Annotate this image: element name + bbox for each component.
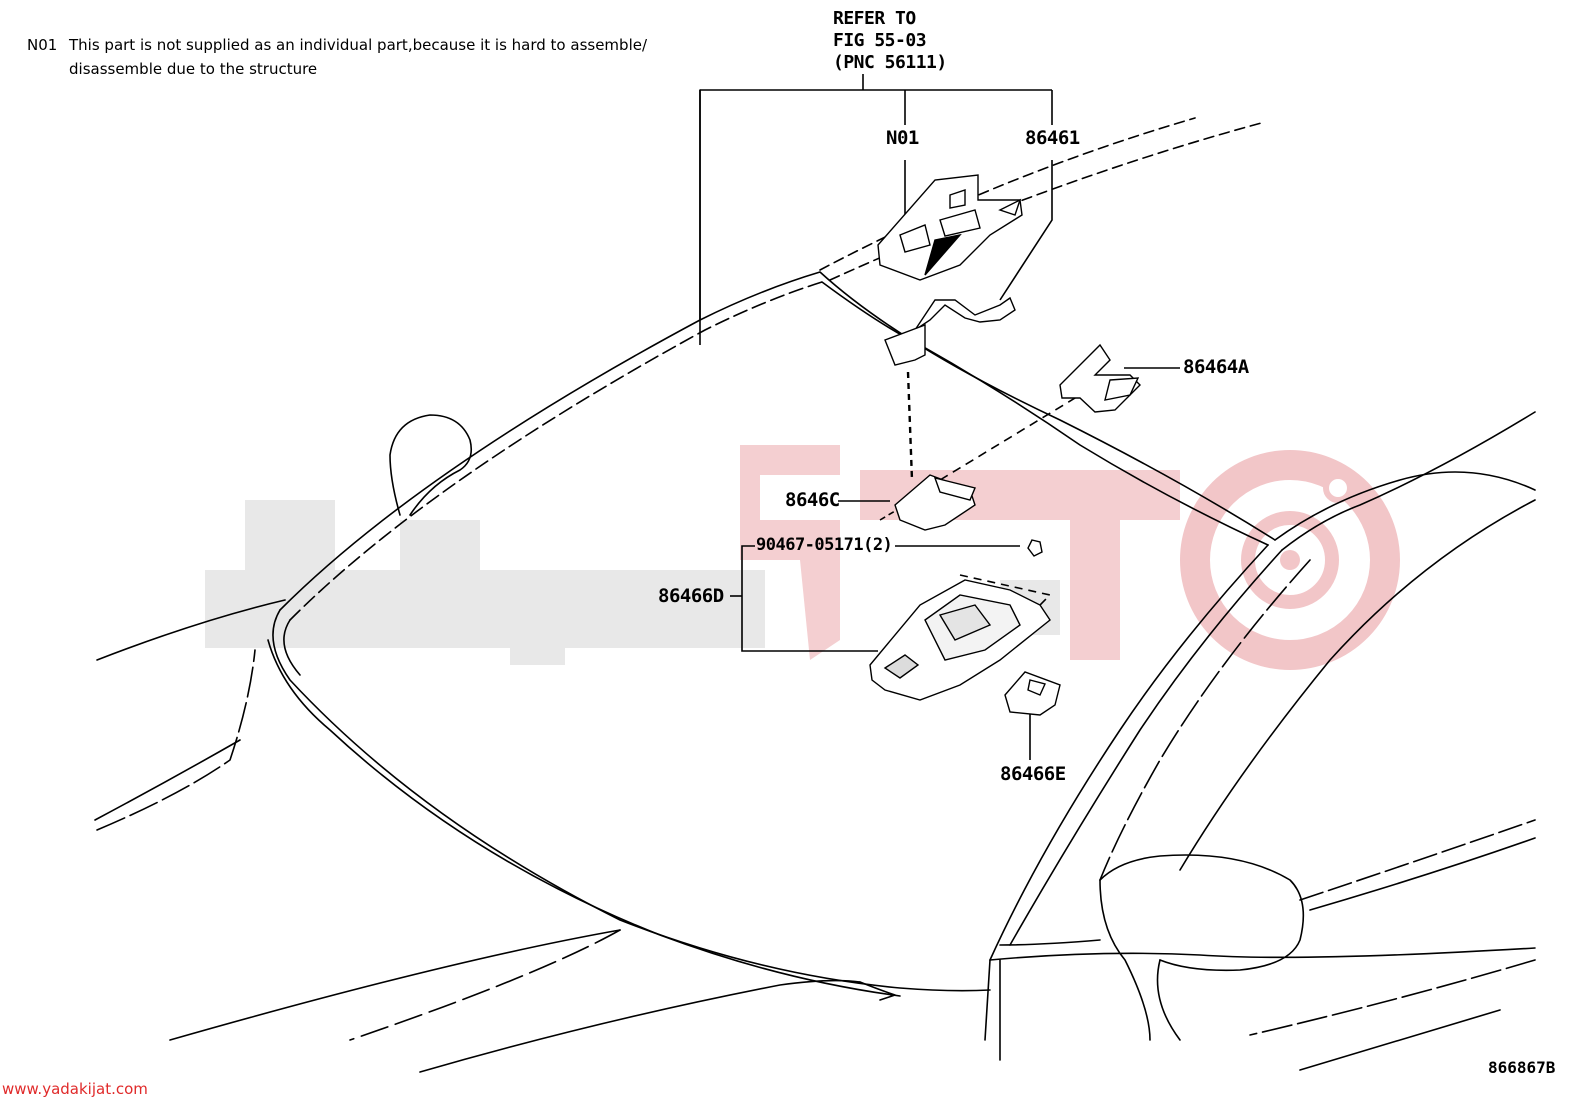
screw-90467-part: [1027, 539, 1043, 557]
label-86464a: 86464A: [1183, 356, 1249, 378]
figure-code: 866867B: [1488, 1058, 1556, 1077]
label-86461: 86461: [1025, 127, 1080, 149]
label-90467-05171: 90467-05171(2): [756, 535, 893, 555]
refer-line1: REFER TO: [833, 8, 916, 29]
cover-86466e-part: [1004, 671, 1061, 716]
footnote-code: N01: [27, 36, 58, 54]
refer-to-block: REFER TO FIG 55-03 (PNC 56111): [833, 8, 947, 74]
refer-line3: (PNC 56111): [833, 52, 947, 73]
windshield-outer: [279, 271, 1276, 611]
watermark-logo: [205, 445, 1400, 670]
label-n01: N01: [886, 127, 919, 149]
label-8646c: 8646C: [785, 489, 840, 511]
footnote-text-line1: This part is not supplied as an individu…: [69, 36, 648, 54]
footnote-text-line2: disassemble due to the structure: [69, 60, 318, 78]
roof-line-dashed: [819, 117, 1196, 271]
website-link[interactable]: www.yadakijat.com: [2, 1080, 148, 1098]
parts-group: [869, 174, 1141, 716]
refer-line2: FIG 55-03: [833, 30, 927, 51]
label-86466e: 86466E: [1000, 763, 1066, 785]
cable-86461-part: [914, 296, 1016, 331]
footnote-n01: N01 This part is not supplied as an indiv…: [27, 33, 647, 81]
label-86466d: 86466D: [658, 585, 724, 607]
